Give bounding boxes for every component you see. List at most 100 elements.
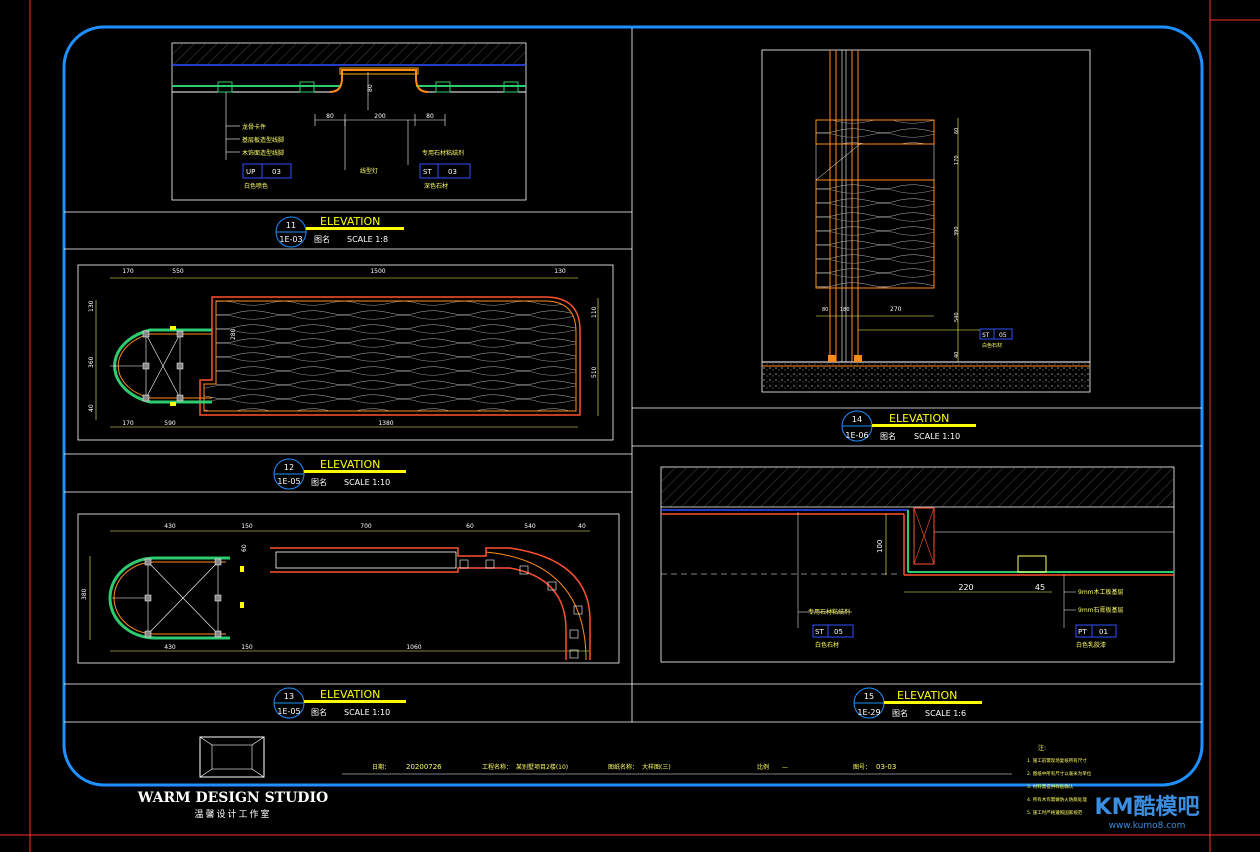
panel-13-ref: 1E-05 <box>277 707 300 716</box>
panel-14-dim-4: 60 <box>954 128 960 134</box>
panel-14-dim-3: 270 <box>890 306 902 313</box>
panel-13-scale: SCALE 1:10 <box>344 708 390 717</box>
panel-11-label-5: 线型灯 <box>360 167 378 175</box>
panel-13-dim-side-2: 60 <box>241 544 248 552</box>
studio-name-cn: 温馨设计工作室 <box>194 808 271 820</box>
panel-12-drawing: 170 550 1500 130 170 590 1380 130 360 40… <box>77 264 614 441</box>
panel-13-dim-side-1: 380 <box>81 588 88 600</box>
panel-12-dim-side-5: 510 <box>591 366 598 378</box>
panel-15-ref: 1E-29 <box>857 708 880 717</box>
panel-14-name: 图名 <box>880 431 896 441</box>
panel-12-title: 12 1E-05 ELEVATION 图名 SCALE 1:10 <box>273 458 406 490</box>
panel-12-scale: SCALE 1:10 <box>344 478 390 487</box>
panel-13-dim-top-6: 40 <box>578 523 586 530</box>
panel-11-tag-2-code: ST <box>423 168 432 176</box>
panel-13-dim-top-4: 60 <box>466 523 474 530</box>
panel-11-number: 11 <box>286 221 296 230</box>
panel-14-dim-7: 540 <box>954 312 960 322</box>
panel-12-dim-top-1: 170 <box>122 268 134 275</box>
panel-14-dim-2: 180 <box>840 307 850 313</box>
note-2: 2. 图纸中所有尺寸以毫米为单位 <box>1027 770 1092 777</box>
panel-12-dim-bottom-2: 590 <box>164 420 176 427</box>
panel-14-dim-5: 170 <box>954 155 960 165</box>
panel-11-heading: ELEVATION <box>320 215 380 228</box>
field-project-value: 某别墅项目2楼(10) <box>516 763 568 771</box>
panel-12-dim-top-4: 130 <box>554 268 566 275</box>
panel-14-note: 白色石材 <box>982 342 1002 349</box>
studio-name-en: WARM DESIGN STUDIO <box>137 790 328 806</box>
panel-13-drawing: 430 150 700 60 540 40 430 150 1060 380 6… <box>77 513 620 664</box>
panel-13-name: 图名 <box>311 707 327 717</box>
panel-12-dim-top-2: 550 <box>172 268 184 275</box>
panel-11-tag-2-num: 03 <box>448 168 457 176</box>
panel-15-label-3: 9mm木工板基层 <box>1078 588 1124 596</box>
panel-11-tag-1-num: 03 <box>272 168 281 176</box>
field-drawing-value: 大样图(三) <box>642 763 671 771</box>
panel-15-dim-1: 100 <box>876 540 884 553</box>
panel-13-dim-top-3: 700 <box>360 523 372 530</box>
panel-14-title: 14 1E-06 ELEVATION 图名 SCALE 1:10 <box>841 410 976 442</box>
panel-15-tag-2-code: PT <box>1078 628 1087 636</box>
panel-14-ref: 1E-06 <box>845 431 868 440</box>
panel-11-dim-2: 200 <box>374 113 386 120</box>
panel-11-label-7: 深色石材 <box>424 182 448 190</box>
field-drawing-label: 图纸名称： <box>608 763 638 771</box>
panel-15-label-4: 9mm石膏板基层 <box>1078 606 1124 614</box>
panel-11-drawing: 80 200 80 80 龙骨卡件 基层板造型线脚 木饰面造型线脚 UP 03 … <box>171 42 527 201</box>
panel-15-tag-1-num: 05 <box>834 628 843 636</box>
sheet-frame <box>62 25 1204 787</box>
panel-12-dim-bottom-1: 170 <box>122 420 134 427</box>
watermark-url: www.kumo8.com <box>1109 821 1186 831</box>
panel-15-tag-2-num: 01 <box>1099 628 1108 636</box>
panel-11-name: 图名 <box>314 234 330 244</box>
watermark-brand: KM酷模吧 <box>1095 795 1200 820</box>
panel-12-dim-bottom-3: 1380 <box>378 420 393 427</box>
panel-11-label-6: 专用石材粘结剂 <box>422 149 464 157</box>
panel-14-heading: ELEVATION <box>889 412 949 425</box>
field-date-label: 日期： <box>372 763 390 771</box>
panel-13-dim-top-2: 150 <box>241 523 253 530</box>
panel-11-label-1: 龙骨卡件 <box>242 123 266 131</box>
panel-12-dim-side-2: 360 <box>88 356 95 368</box>
field-date-value: 20200726 <box>406 763 442 771</box>
panel-15-tag-1-code: ST <box>815 628 824 636</box>
panel-11-label-3: 木饰面造型线脚 <box>242 149 284 157</box>
panel-14-scale: SCALE 1:10 <box>914 432 960 441</box>
panel-14-tag-num: 05 <box>999 332 1007 339</box>
field-number-value: 03-03 <box>876 763 896 771</box>
panel-15-dim-2: 220 <box>958 583 973 592</box>
panel-15-drawing: 100 220 45 专用石材粘结剂 ST 05 白色石材 9mm木工板基层 9… <box>660 466 1175 663</box>
panel-11-dim-4: 80 <box>367 84 374 92</box>
panel-12-ref: 1E-05 <box>277 477 300 486</box>
panel-15-label-1: 专用石材粘结剂 <box>808 608 850 616</box>
panel-15-title: 15 1E-29 ELEVATION 图名 SCALE 1:6 <box>853 687 982 719</box>
panel-14-tag-code: ST <box>982 332 990 339</box>
watermark: KM酷模吧 www.kumo8.com <box>1095 795 1200 831</box>
notes-title: 注: <box>1038 744 1046 752</box>
field-scale-label: 比例 <box>757 763 769 771</box>
panel-11-title: 11 1E-03 ELEVATION 图名 SCALE 1:8 <box>275 215 404 248</box>
panel-12-name: 图名 <box>311 477 327 487</box>
panel-15-label-2: 白色石材 <box>815 641 839 649</box>
panel-14-dim-1: 80 <box>822 307 828 313</box>
studio-logo <box>199 736 265 778</box>
panel-14-dim-6: 390 <box>954 226 960 236</box>
panel-12-dim-side-3: 40 <box>88 404 95 412</box>
field-number-label: 图号： <box>853 764 871 771</box>
note-5: 5. 施工时严格遵照国家规范 <box>1027 809 1083 816</box>
panel-13-heading: ELEVATION <box>320 688 380 701</box>
panel-13-number: 13 <box>284 692 294 701</box>
panel-11-dim-1: 80 <box>326 113 334 120</box>
panel-12-number: 12 <box>284 463 294 472</box>
panel-15-number: 15 <box>864 692 874 701</box>
panel-13-dim-top-5: 540 <box>524 523 536 530</box>
panel-14-drawing: 80 180 270 60 170 390 540 40 ST 05 白色石材 <box>761 49 1091 393</box>
panel-15-name: 图名 <box>892 708 908 718</box>
panel-13-dim-bottom-2: 150 <box>241 644 253 651</box>
panel-15-label-5: 白色乳胶漆 <box>1076 641 1106 649</box>
panel-11-ref: 1E-03 <box>279 235 302 244</box>
field-project-label: 工程名称： <box>482 763 512 771</box>
